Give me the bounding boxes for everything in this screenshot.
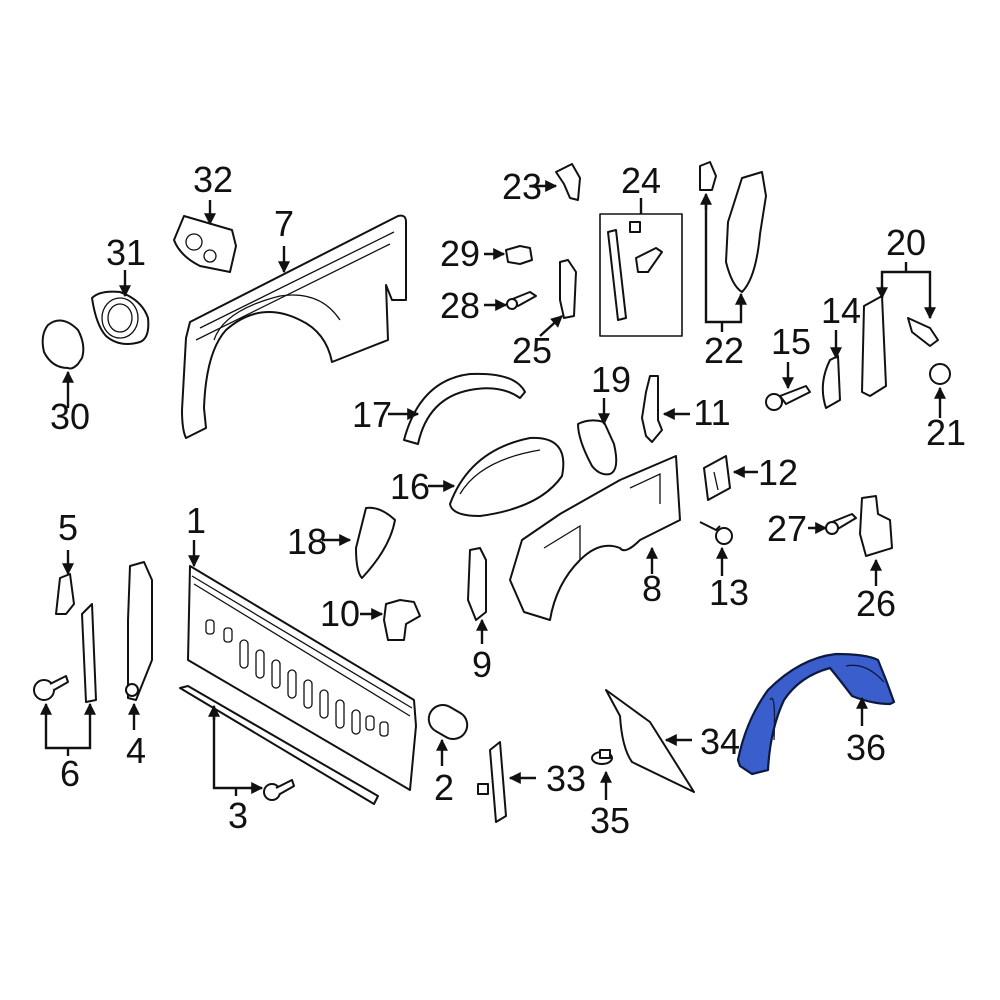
callout-29: 29 [440, 233, 480, 274]
part-31-fuel-housing[interactable] [91, 270, 150, 345]
callout-27: 27 [767, 508, 807, 549]
part-11-bracket[interactable] [641, 375, 690, 443]
callout-9: 9 [472, 644, 492, 685]
callout-22: 22 [704, 330, 744, 371]
callout-30: 30 [50, 396, 90, 437]
part-19-bracket[interactable] [577, 398, 618, 476]
part-25-bracket[interactable] [539, 259, 577, 337]
part-6-trim-and-screw[interactable] [33, 603, 97, 756]
part-30-fuel-door[interactable] [41, 319, 85, 408]
part-3-sill-and-screw[interactable] [179, 685, 379, 805]
part-7-bed-side-panel[interactable] [181, 214, 407, 439]
callout-2: 2 [434, 767, 454, 808]
callout-24: 24 [621, 160, 661, 201]
part-14-bracket[interactable] [821, 330, 842, 409]
part-5-clip[interactable] [55, 550, 75, 615]
callout-3: 3 [228, 795, 248, 836]
part-4-pillar[interactable] [125, 561, 153, 730]
callout-23: 23 [502, 166, 542, 207]
part-34-shield[interactable] [605, 689, 695, 793]
part-10-bracket[interactable] [360, 599, 421, 641]
callout-28: 28 [440, 285, 480, 326]
part-33-lamp-bracket[interactable] [477, 741, 536, 823]
part-22-bracket-set[interactable] [699, 161, 767, 332]
callout-1: 1 [186, 500, 206, 541]
part-18-gusset[interactable] [322, 506, 396, 579]
callout-11: 11 [693, 392, 730, 433]
callout-7: 7 [274, 203, 294, 244]
part-32-bracket[interactable] [173, 200, 237, 273]
callout-labels: 1 2 3 4 5 6 7 8 9 10 11 12 13 14 15 16 1… [50, 159, 966, 841]
part-28-rivet[interactable] [484, 291, 537, 311]
callout-6: 6 [60, 753, 80, 794]
callout-36: 36 [846, 727, 886, 768]
callout-35: 35 [590, 800, 630, 841]
callout-25: 25 [512, 330, 552, 371]
part-1-front-panel[interactable] [187, 540, 417, 791]
callout-15: 15 [771, 321, 811, 362]
callout-14: 14 [821, 290, 861, 331]
part-9-bracket[interactable] [467, 547, 488, 644]
callout-12: 12 [758, 452, 798, 493]
callout-5: 5 [58, 507, 78, 548]
part-2-grommet[interactable] [424, 700, 473, 766]
callout-32: 32 [193, 159, 233, 200]
part-20-bracket-bolt[interactable] [861, 262, 939, 397]
part-13-bolt[interactable] [699, 521, 733, 576]
part-24-kit-box[interactable] [599, 198, 683, 337]
callout-20: 20 [886, 222, 926, 263]
callout-34: 34 [700, 721, 740, 762]
part-26-hinge[interactable] [859, 495, 893, 586]
part-15-pin[interactable] [765, 362, 811, 411]
part-8-inner-panel[interactable] [509, 455, 681, 621]
part-16-wheelhouse-inner[interactable] [428, 436, 565, 517]
part-35-clip[interactable] [591, 749, 613, 800]
callout-13: 13 [709, 572, 749, 613]
callout-33: 33 [546, 758, 586, 799]
part-27-bolt[interactable] [808, 513, 857, 535]
callout-16: 16 [390, 466, 430, 507]
part-12-plate[interactable] [703, 455, 758, 501]
callout-4: 4 [126, 730, 146, 771]
callout-17: 17 [352, 394, 392, 435]
part-29-block[interactable] [484, 245, 533, 265]
part-23-clip[interactable] [532, 163, 581, 201]
callout-26: 26 [856, 583, 896, 624]
part-17-wheelhouse-outer[interactable] [388, 372, 526, 445]
part-21-nut[interactable] [929, 363, 951, 418]
callout-8: 8 [642, 568, 662, 609]
callout-21: 21 [926, 412, 966, 453]
callout-19: 19 [591, 359, 631, 400]
callout-10: 10 [320, 593, 360, 634]
part-36-wheelhouse-liner-highlighted[interactable] [736, 652, 896, 776]
callout-31: 31 [106, 232, 146, 273]
callout-18: 18 [287, 521, 327, 562]
